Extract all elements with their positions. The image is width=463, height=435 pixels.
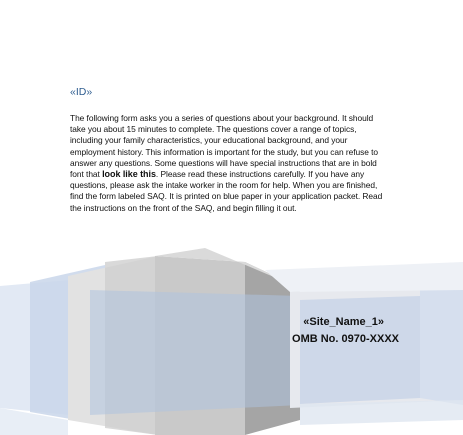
art-band-right-blue [300, 296, 420, 404]
site-name-merge-field: «Site_Name_1» [303, 316, 384, 328]
art-band-top-right [265, 262, 463, 292]
art-block-center-top [155, 248, 300, 288]
intro-text-part-2: . Please read these instructions careful… [70, 169, 383, 213]
art-strip-bottom-right [300, 400, 463, 425]
art-band-middle-blue [90, 290, 300, 415]
omb-number: OMB No. 0970-XXXX [292, 333, 399, 345]
id-merge-field: «ID» [70, 86, 93, 98]
intro-paragraph: The following form asks you a series of … [70, 113, 390, 214]
bold-example-phrase: look like this [102, 169, 156, 180]
art-band-right-far [420, 288, 463, 405]
intro-text-part-1: The following form asks you a series of … [70, 113, 379, 180]
art-strip-bottom-left [0, 408, 68, 435]
